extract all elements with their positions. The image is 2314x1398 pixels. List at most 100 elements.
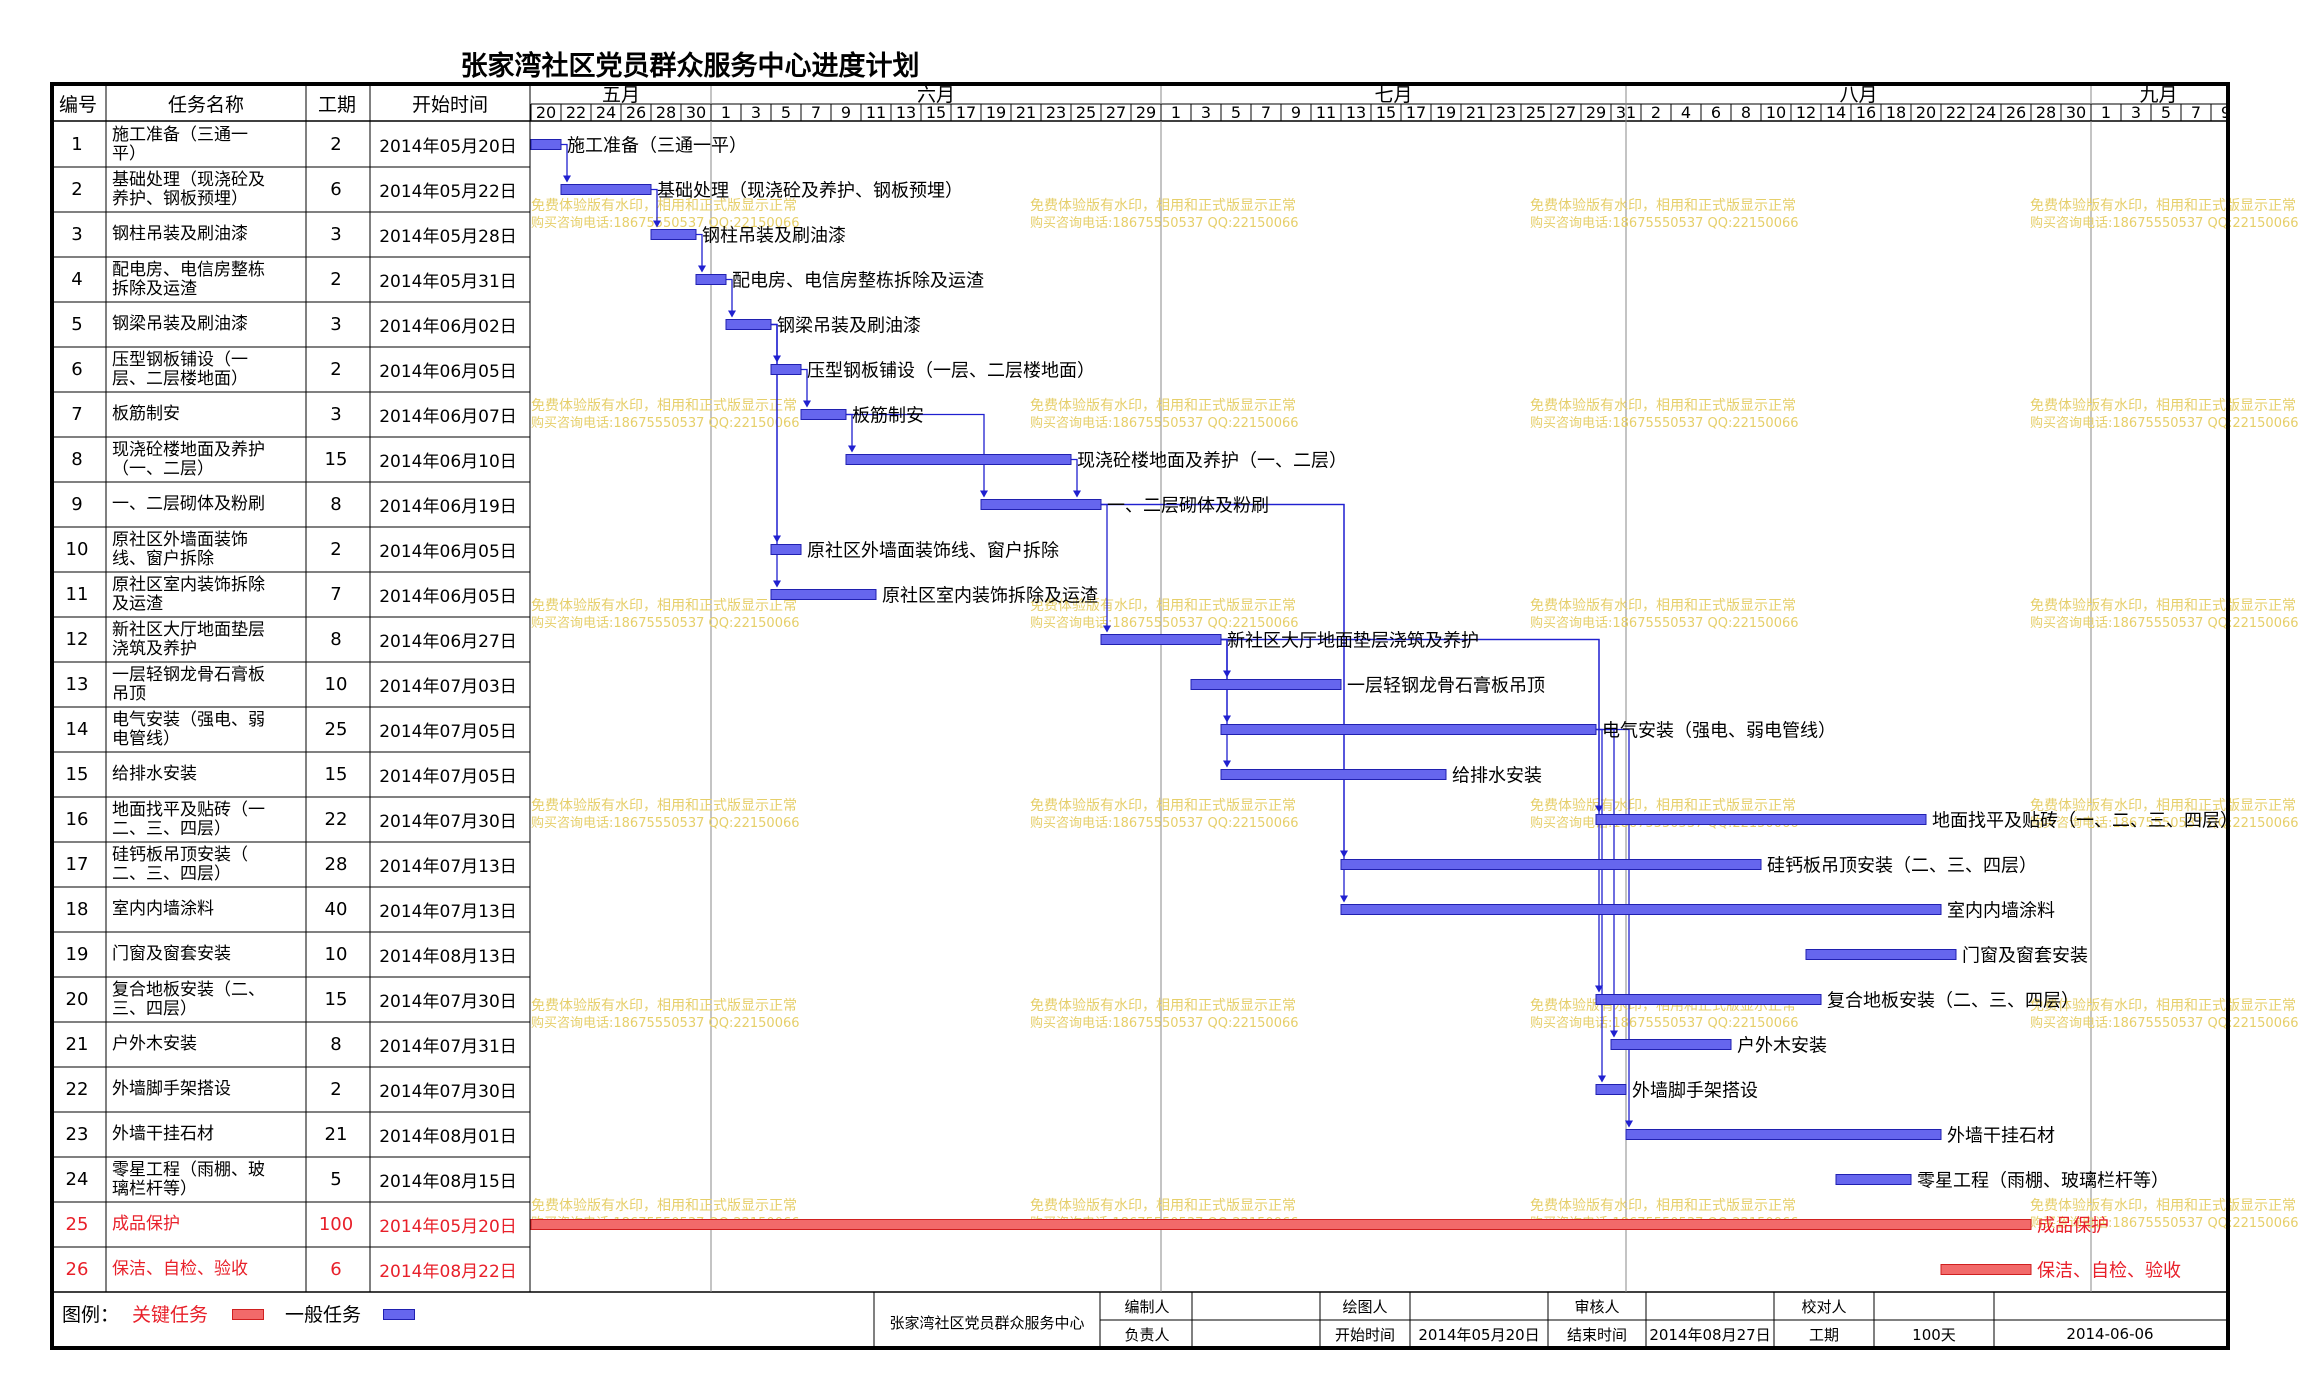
day-tick-label: 28 (656, 103, 676, 122)
legend-critical-swatch (232, 1309, 264, 1320)
day-tick-label: 20 (1916, 103, 1936, 122)
task-id: 25 (65, 1214, 89, 1235)
day-tick-label: 26 (2006, 103, 2026, 122)
watermark-line-2: 购买咨询电话:18675550537 QQ:22150066 (531, 215, 800, 231)
gantt-bar (530, 1219, 2032, 1230)
task-id: 16 (65, 809, 89, 830)
task-duration: 3 (330, 404, 342, 425)
watermark-line-1: 免费体验版有水印，相用和正式版显示正常 (531, 198, 797, 214)
watermark-line-1: 免费体验版有水印，相用和正式版显示正常 (1530, 398, 1796, 414)
watermark-line-2: 购买咨询电话:18675550537 QQ:22150066 (1530, 615, 1799, 631)
day-tick-label: 24 (596, 103, 616, 122)
task-duration: 100 (318, 1214, 354, 1235)
dependency-link (561, 143, 568, 182)
day-tick-label: 30 (686, 103, 706, 122)
task-duration: 3 (330, 224, 342, 245)
task-id: 18 (65, 899, 89, 920)
task-id: 9 (71, 494, 83, 515)
gantt-bar-label: 零星工程（雨棚、玻璃栏杆等） (1917, 1171, 2169, 1192)
gantt-bar-label: 一层轻钢龙骨石膏板吊顶 (1347, 675, 1545, 697)
gantt-bar (770, 364, 802, 375)
task-duration: 10 (324, 674, 348, 695)
task-duration: 3 (330, 314, 342, 335)
task-id: 12 (65, 629, 89, 650)
dependency-arrow (1073, 490, 1081, 498)
gantt-bar-label: 复合地板安装（二、三、四层） (1827, 991, 2079, 1012)
task-name: 外墙脚手架搭设 (112, 1079, 231, 1099)
gantt-bar-label: 钢梁吊装及刷油漆 (777, 316, 921, 337)
dependency-link (1221, 638, 1600, 992)
dependency-link (1071, 458, 1078, 497)
task-id: 6 (71, 359, 83, 380)
watermark-line-1: 免费体验版有水印，相用和正式版显示正常 (1530, 1198, 1796, 1214)
task-duration: 10 (324, 944, 348, 965)
task-start: 2014年06月05日 (379, 542, 517, 562)
task-id: 8 (71, 449, 83, 470)
task-start: 2014年05月20日 (379, 1217, 517, 1237)
day-tick-label: 12 (1796, 103, 1816, 122)
watermark-line-1: 免费体验版有水印，相用和正式版显示正常 (1530, 798, 1796, 814)
watermark-line-1: 免费体验版有水印，相用和正式版显示正常 (1030, 598, 1296, 614)
task-name: 保洁、自检、验收 (112, 1259, 248, 1279)
chart-frame (50, 82, 2230, 1350)
gantt-bar-label: 外墙脚手架搭设 (1632, 1081, 1758, 1102)
watermark-line-1: 免费体验版有水印，相用和正式版显示正常 (531, 1198, 797, 1214)
dependency-arrow (773, 580, 781, 588)
task-duration: 21 (324, 1124, 348, 1145)
task-name: 给排水安装 (112, 764, 197, 784)
day-tick-label: 22 (1946, 103, 1966, 122)
task-name: 板筋制安 (112, 404, 180, 424)
task-duration: 7 (330, 584, 342, 605)
footer-compiler-label: 编制人 (1124, 1297, 1170, 1316)
gantt-bar-label: 保洁、自检、验收 (2037, 1261, 2181, 1282)
gantt-bar-label: 硅钙板吊顶安装（二、三、四层） (1767, 856, 2037, 877)
task-duration: 2 (330, 269, 342, 290)
gantt-bar-label: 板筋制安 (852, 406, 924, 427)
header-name: 任务名称 (167, 93, 244, 116)
task-name: 地面找平及贴砖（一 二、三、四层） (112, 799, 265, 839)
task-id: 1 (71, 134, 83, 155)
gantt-bar-label: 室内内墙涂料 (1947, 901, 2055, 922)
task-duration: 6 (330, 179, 342, 200)
day-tick-label: 5 (781, 103, 791, 122)
task-name: 钢柱吊装及刷油漆 (112, 224, 248, 244)
dependency-arrow (653, 220, 661, 228)
gantt-bar-label: 压型钢板铺设（一层、二层楼地面） (807, 361, 1095, 382)
task-start: 2014年07月05日 (379, 722, 517, 742)
watermark-line-1: 免费体验版有水印，相用和正式版显示正常 (1030, 998, 1296, 1014)
watermark-line-2: 购买咨询电话:18675550537 QQ:22150066 (1030, 1015, 1299, 1031)
month-label: 八月 (1839, 84, 1877, 106)
day-tick-label: 21 (1016, 103, 1036, 122)
footer-end-value: 2014年08月27日 (1649, 1325, 1771, 1344)
gantt-bar-label: 基础处理（现浇砼及养护、钢板预埋） (657, 181, 963, 202)
gantt-bar (1340, 904, 1942, 915)
day-tick-label: 29 (1136, 103, 1156, 122)
task-start: 2014年08月13日 (379, 947, 517, 967)
task-start: 2014年05月20日 (379, 137, 517, 157)
task-start: 2014年07月31日 (379, 1037, 517, 1057)
gantt-bar (1595, 994, 1822, 1005)
gantt-bar-label: 地面找平及贴砖（一、二、三、四层） (1932, 811, 2238, 832)
day-tick-label: 9 (841, 103, 851, 122)
day-tick-label: 2 (1651, 103, 1661, 122)
gantt-bar (1805, 949, 1957, 960)
day-tick-label: 28 (2036, 103, 2056, 122)
task-id: 5 (71, 314, 83, 335)
dependency-link (846, 413, 985, 497)
day-tick-label: 1 (2101, 103, 2111, 122)
gantt-bar (1595, 1084, 1627, 1095)
footer-duration-label: 工期 (1808, 1325, 1839, 1344)
watermark-line-2: 购买咨询电话:18675550537 QQ:22150066 (2030, 415, 2299, 431)
task-name: 一、二层砌体及粉刷 (112, 494, 265, 514)
task-start: 2014年06月07日 (379, 407, 517, 427)
task-start: 2014年07月13日 (379, 902, 517, 922)
task-start: 2014年07月30日 (379, 992, 517, 1012)
task-duration: 40 (324, 899, 348, 920)
task-start: 2014年06月27日 (379, 632, 517, 652)
task-start: 2014年06月05日 (379, 362, 517, 382)
task-id: 15 (65, 764, 89, 785)
dependency-link (726, 278, 733, 317)
task-name: 原社区外墙面装饰 线、窗户拆除 (112, 529, 248, 569)
day-tick-label: 1 (1171, 103, 1181, 122)
task-id: 21 (65, 1034, 89, 1055)
